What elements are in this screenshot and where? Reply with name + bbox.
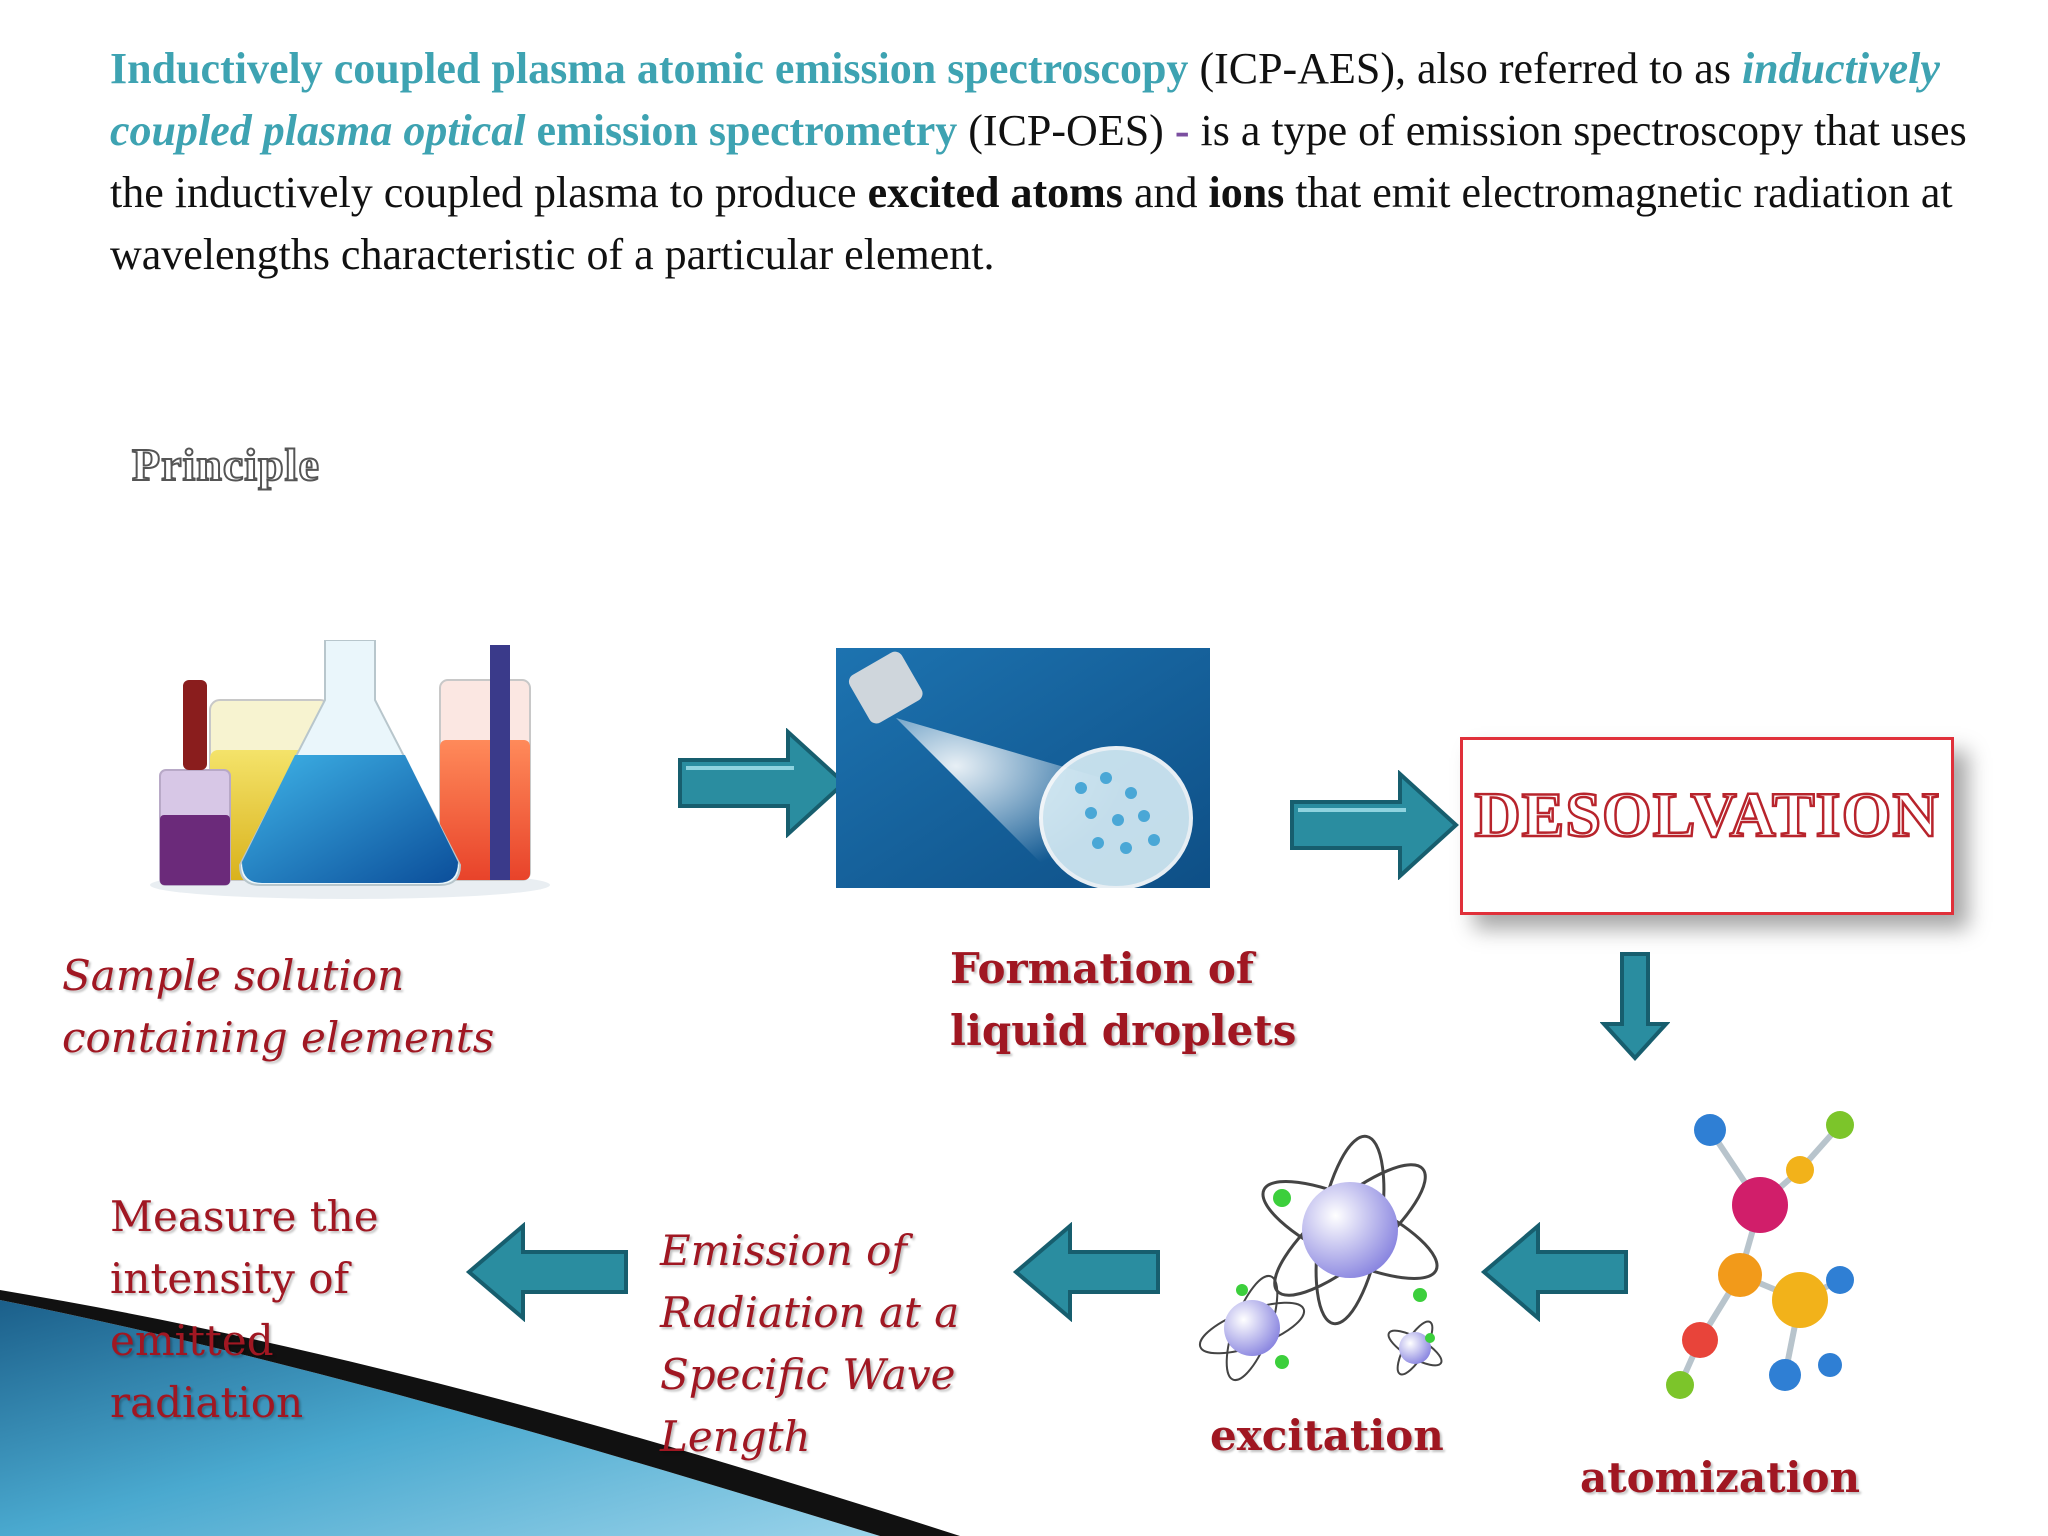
- molecule-model-image: [1666, 1111, 1854, 1399]
- arrow-left-icon: [465, 1222, 628, 1322]
- lab-glassware-image: [150, 640, 550, 899]
- atomization-label: atomization: [1580, 1453, 1860, 1502]
- emission-label: Emission of Radiation at a Specific Wave…: [660, 1226, 960, 1461]
- principle-heading: Principle: [131, 438, 320, 491]
- atom-orbit-image: [1198, 1134, 1443, 1382]
- liquid-droplets-label: Formation of liquid droplets: [950, 944, 1297, 1055]
- measure-intensity-label: Measure the intensity of emitted radiati…: [110, 1192, 379, 1427]
- sample-solution-label: Sample solution containing elements: [62, 951, 495, 1062]
- arrow-left-icon: [1480, 1222, 1628, 1322]
- intro-paragraph: Inductively coupled plasma atomic emissi…: [110, 44, 1967, 279]
- desolvation-label: DESOLVATION: [1473, 778, 1940, 852]
- arrow-left-icon: [1012, 1222, 1160, 1322]
- arrow-right-icon: [1290, 770, 1459, 880]
- spray-nozzle-image: [836, 648, 1210, 888]
- arrow-down-icon: [1600, 952, 1670, 1061]
- excitation-label: excitation: [1210, 1411, 1444, 1460]
- desolvation-box: DESOLVATION: [1460, 737, 1954, 915]
- arrow-right-icon: [678, 728, 847, 838]
